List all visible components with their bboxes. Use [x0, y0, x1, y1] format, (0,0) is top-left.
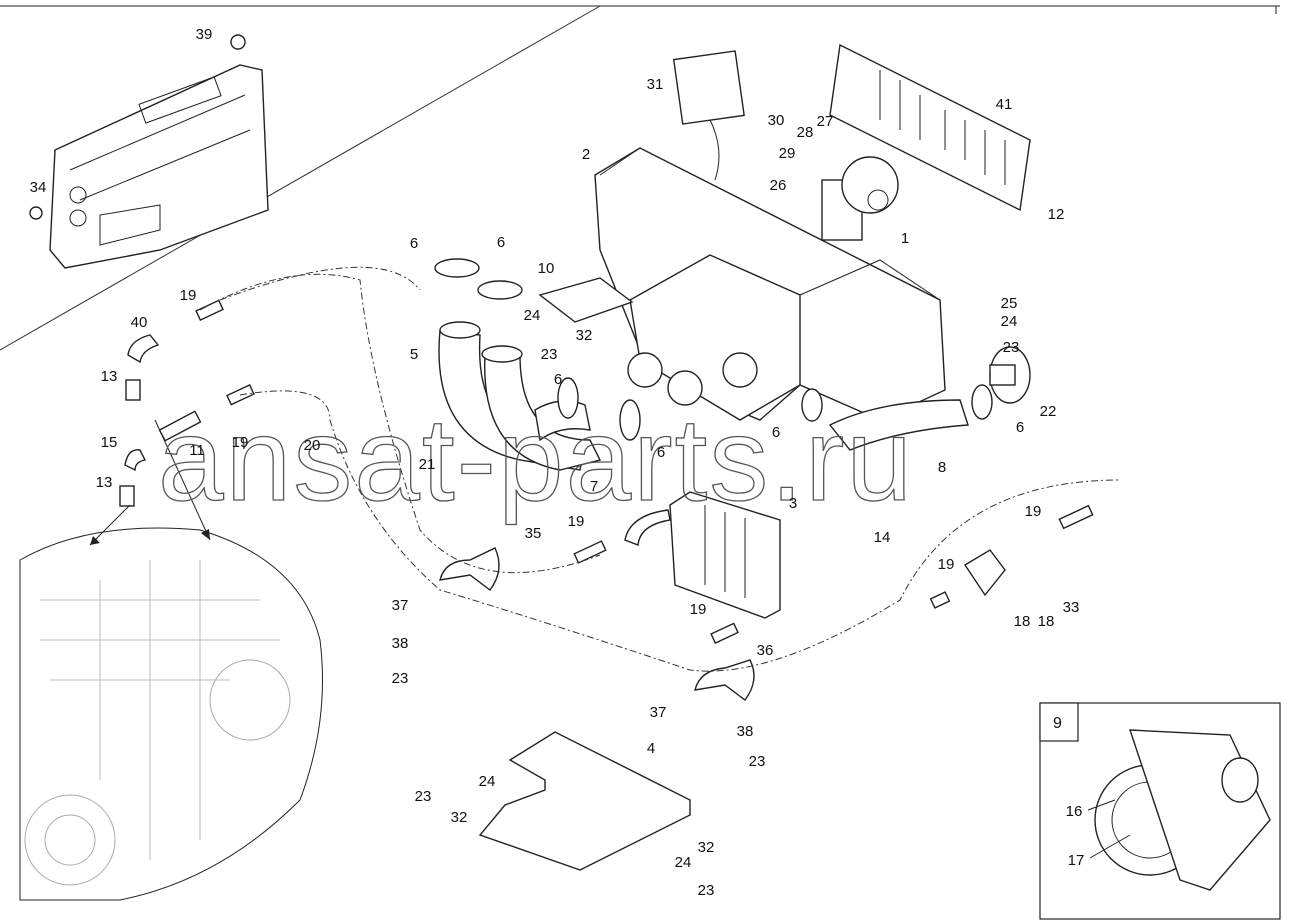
hose-7	[484, 354, 602, 471]
flange-22	[989, 346, 1031, 404]
hose-5	[438, 329, 586, 471]
callout-12: 12	[1048, 206, 1065, 223]
heater-housing-part	[594, 147, 946, 421]
callout-1: 1	[901, 230, 909, 247]
callout-35: 35	[525, 525, 542, 542]
callout-28: 28	[797, 124, 814, 141]
callout-37: 37	[392, 597, 409, 614]
callout-27: 27	[817, 113, 834, 130]
callout-39: 39	[196, 26, 213, 43]
callout-19: 19	[1025, 503, 1042, 520]
callout-32: 32	[451, 809, 468, 826]
callout-6: 6	[1016, 419, 1024, 436]
callout-10: 10	[538, 260, 555, 277]
callout-29: 29	[779, 145, 796, 162]
callout-32: 32	[698, 839, 715, 856]
callout-23: 23	[698, 882, 715, 899]
grille-plate-part	[829, 43, 1031, 212]
callout-2: 2	[582, 146, 590, 163]
fittings	[119, 299, 1094, 644]
callout-4: 4	[647, 740, 655, 757]
callout-38: 38	[737, 723, 754, 740]
clip-35	[439, 547, 500, 591]
callout-19: 19	[180, 287, 197, 304]
heater-core-part	[624, 491, 781, 619]
callout-23: 23	[749, 753, 766, 770]
cover-plate-4	[478, 731, 691, 871]
callout-32: 32	[576, 327, 593, 344]
callout-40: 40	[131, 314, 148, 331]
callout-6: 6	[554, 371, 562, 388]
callout-31: 31	[647, 76, 664, 93]
callout-6: 6	[657, 444, 665, 461]
callout-41: 41	[996, 96, 1013, 113]
inset-number: 9	[1053, 715, 1062, 732]
callout-20: 20	[304, 437, 321, 454]
callout-19: 19	[568, 513, 585, 530]
callout-22: 22	[1040, 403, 1057, 420]
callout-24: 24	[479, 773, 496, 790]
hose-8	[828, 399, 969, 451]
section-divider	[0, 5, 601, 351]
callout-19: 19	[690, 601, 707, 618]
clip-36	[694, 659, 755, 701]
blower-motor-part	[821, 156, 899, 241]
callout-6: 6	[410, 235, 418, 252]
callout-38: 38	[392, 635, 409, 652]
watermark: ansat-parts.ru	[158, 394, 914, 526]
callout-19: 19	[938, 556, 955, 573]
dashboard-panel-part	[29, 34, 269, 269]
callout-34: 34	[30, 179, 47, 196]
callout-23: 23	[392, 670, 409, 687]
callout-7: 7	[590, 478, 598, 495]
callout-24: 24	[524, 307, 541, 324]
callout-23: 23	[541, 346, 558, 363]
hose-path-21	[199, 273, 601, 574]
callout-24: 24	[675, 854, 692, 871]
bracket-10	[538, 277, 634, 323]
callout-13: 13	[96, 474, 113, 491]
callout-13: 13	[101, 368, 118, 385]
filter-part	[672, 50, 745, 125]
callout-6: 6	[497, 234, 505, 251]
callout-19: 19	[232, 434, 249, 451]
callout-6: 6	[772, 424, 780, 441]
callout-16: 16	[1066, 803, 1083, 820]
callout-17: 17	[1068, 852, 1085, 869]
callout-30: 30	[768, 112, 785, 129]
callout-26: 26	[770, 177, 787, 194]
callout-14: 14	[874, 529, 891, 546]
callout-18: 18	[1038, 613, 1055, 630]
callout-15: 15	[101, 434, 118, 451]
hose-clamps	[434, 258, 993, 441]
callout-33: 33	[1063, 599, 1080, 616]
callout-23: 23	[1003, 339, 1020, 356]
callout-23: 23	[415, 788, 432, 805]
callout-21: 21	[419, 456, 436, 473]
callout-24: 24	[1001, 313, 1018, 330]
callout-18: 18	[1014, 613, 1031, 630]
callout-37: 37	[650, 704, 667, 721]
callout-25: 25	[1001, 295, 1018, 312]
callout-5: 5	[410, 346, 418, 363]
engine-illustration	[19, 527, 323, 901]
callout-36: 36	[757, 642, 774, 659]
callout-3: 3	[789, 495, 797, 512]
inset-detail-9	[1039, 702, 1281, 920]
callout-8: 8	[938, 459, 946, 476]
callout-11: 11	[189, 442, 205, 459]
